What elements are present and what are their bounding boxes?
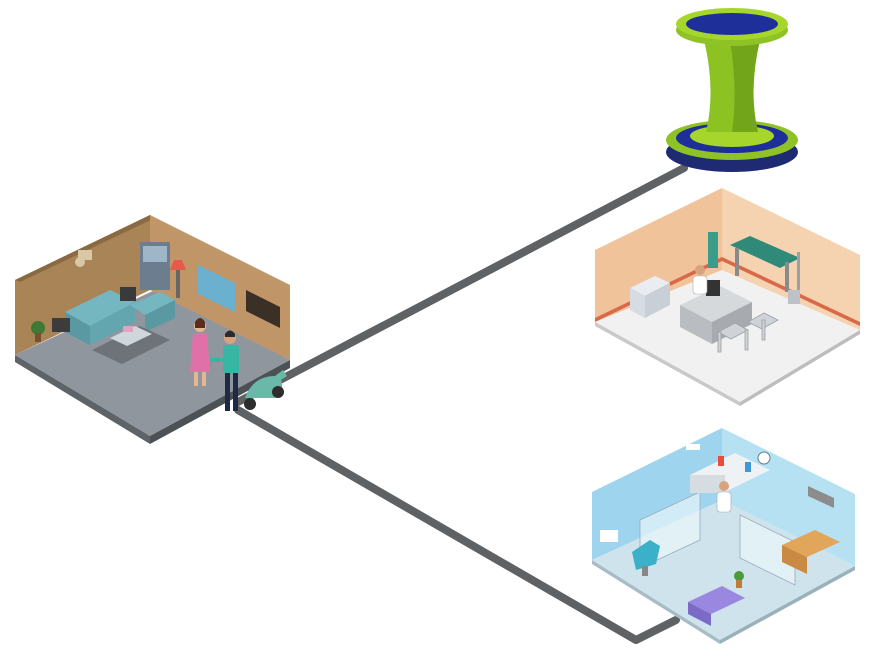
doctor-desk xyxy=(680,286,752,322)
lab-right-wall xyxy=(722,428,855,566)
home-left-wall xyxy=(15,215,150,355)
scooter xyxy=(244,370,287,410)
lab-room xyxy=(592,428,855,644)
waiting-sofa xyxy=(688,586,745,614)
exam-bed xyxy=(730,236,800,268)
dental-chair xyxy=(632,540,660,576)
lab-technician xyxy=(716,481,732,513)
clinic-room xyxy=(595,188,860,406)
lab-left-wall xyxy=(592,428,722,560)
doctor xyxy=(692,265,708,295)
home-window xyxy=(198,265,235,312)
coffee-table xyxy=(110,326,152,346)
clinic-left-wall xyxy=(595,188,722,322)
connector-home-to-lab xyxy=(234,406,680,644)
wall-picture xyxy=(246,290,280,328)
home-room xyxy=(15,215,290,444)
rug xyxy=(92,326,170,364)
pedestal-hub xyxy=(666,8,798,172)
clinic-chairs xyxy=(717,312,779,353)
connector-home-to-hub xyxy=(234,164,688,406)
reception-desk xyxy=(782,530,840,557)
clinic-cabinet xyxy=(630,276,670,296)
connector-lines xyxy=(234,164,688,644)
visitor-woman xyxy=(190,318,210,386)
sofa xyxy=(65,290,175,345)
visitor-man xyxy=(210,330,239,411)
